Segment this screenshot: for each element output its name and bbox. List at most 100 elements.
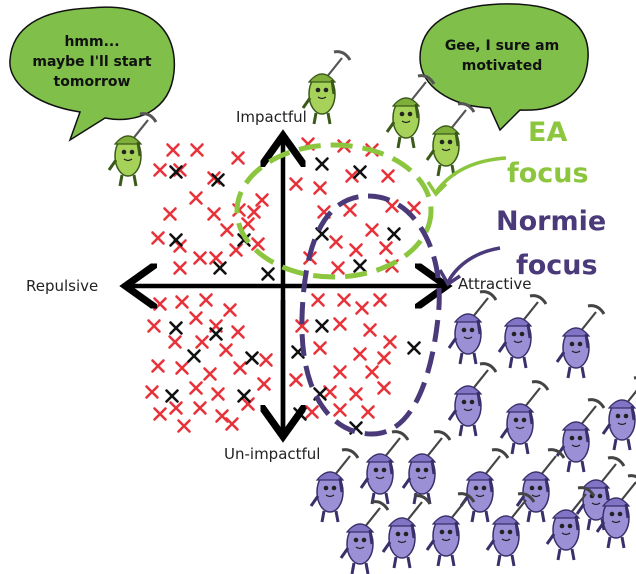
- red-x-mark: [305, 405, 319, 419]
- purple-bean: [497, 294, 548, 370]
- red-x-mark: [333, 317, 347, 331]
- purple-bean: [381, 494, 432, 570]
- red-x-mark: [223, 303, 237, 317]
- axis-label-top: Impactful: [236, 108, 307, 126]
- red-x-mark: [313, 341, 327, 355]
- red-x-mark: [195, 335, 209, 349]
- red-x-mark: [337, 293, 351, 307]
- red-x-mark: [193, 251, 207, 265]
- green-bean-3: [385, 74, 436, 150]
- purple-bean: [339, 500, 390, 574]
- black-x-mark: [187, 349, 201, 363]
- purple-bean: [447, 290, 498, 366]
- red-x-mark: [151, 231, 165, 245]
- axes: [130, 140, 442, 432]
- red-x-mark: [190, 143, 204, 157]
- speech-bubble-right: Gee, I sure am motivated: [419, 3, 589, 132]
- axis-label-left: Repulsive: [26, 277, 98, 295]
- black-x-mark: [353, 165, 367, 179]
- normie-focus-ellipse: [299, 193, 442, 437]
- black-x-mark: [245, 351, 259, 365]
- ea-focus-label-line-2: focus: [507, 158, 589, 189]
- axis-label-right: Attractive: [458, 275, 532, 293]
- red-x-mark: [377, 381, 391, 395]
- red-x-mark: [311, 293, 325, 307]
- red-x-mark: [173, 239, 187, 253]
- red-x-mark: [289, 373, 303, 387]
- red-x-mark: [363, 323, 377, 337]
- red-x-mark: [231, 325, 245, 339]
- red-x-mark: [251, 237, 265, 251]
- normie-focus-label-line-2: focus: [516, 250, 598, 281]
- purple-bean: [555, 398, 606, 474]
- red-x-mark: [365, 223, 379, 237]
- red-x-mark: [361, 405, 375, 419]
- red-x-mark: [225, 417, 239, 431]
- black-x-mark: [211, 173, 225, 187]
- red-x-mark: [163, 207, 177, 221]
- black-x-mark: [315, 157, 329, 171]
- red-x-mark: [331, 261, 345, 275]
- red-x-mark: [383, 335, 397, 349]
- black-x-mark: [293, 407, 307, 421]
- red-x-mark: [295, 319, 309, 333]
- red-x-mark: [343, 203, 357, 217]
- purple-bean: [425, 492, 476, 568]
- red-x-mark: [153, 407, 167, 421]
- speech-bubble-right-line-2: motivated: [462, 58, 542, 74]
- black-x-mark: [169, 321, 183, 335]
- black-x-mark: [237, 389, 251, 403]
- speech-bubble-right-line-1: Gee, I sure am: [445, 38, 559, 54]
- red-x-mark: [220, 223, 234, 237]
- red-x-mark: [169, 401, 183, 415]
- green-bean-1: [107, 112, 158, 188]
- purple-bean: [515, 448, 566, 524]
- red-x-mark: [211, 387, 225, 401]
- red-x-mark: [189, 381, 203, 395]
- black-x-mark: [169, 233, 183, 247]
- black-x-mark: [387, 227, 401, 241]
- red-x-mark: [241, 397, 255, 411]
- red-x-mark: [193, 401, 207, 415]
- purple-bean: [359, 430, 410, 506]
- red-x-mark: [349, 243, 363, 257]
- red-x-mark: [329, 235, 343, 249]
- black-x-mark: [169, 165, 183, 179]
- red-x-mark: [173, 261, 187, 275]
- red-x-mark: [203, 367, 217, 381]
- red-x-mark: [199, 293, 213, 307]
- red-x-mark: [333, 403, 347, 417]
- ea-pointer-arrow: [434, 156, 507, 194]
- red-x-mark: [241, 217, 255, 231]
- red-x-mark: [255, 193, 269, 207]
- ea-focus-label-line-1: EA: [528, 117, 567, 148]
- red-x-mark: [349, 387, 363, 401]
- red-x-mark: [381, 169, 395, 183]
- red-x-mark: [189, 311, 203, 325]
- red-x-mark: [231, 151, 245, 165]
- purple-bean: [601, 376, 636, 452]
- speech-bubble-left-line-2: maybe I'll start: [32, 54, 151, 70]
- black-x-mark: [315, 227, 329, 241]
- normie-pointer-arrow: [446, 246, 501, 283]
- scatter-marks: [145, 137, 421, 435]
- red-x-mark: [247, 205, 261, 219]
- red-x-mark: [147, 319, 161, 333]
- red-x-mark: [377, 351, 391, 365]
- ea-focus-ellipse: [234, 142, 434, 280]
- red-x-mark: [189, 191, 203, 205]
- red-x-mark: [219, 343, 233, 357]
- red-x-mark: [257, 377, 271, 391]
- red-x-mark: [229, 243, 243, 257]
- red-x-mark: [175, 295, 189, 309]
- black-x-mark: [261, 267, 275, 281]
- red-x-mark: [289, 177, 303, 191]
- purple-bean: [401, 430, 452, 506]
- red-x-mark: [209, 251, 223, 265]
- black-x-mark: [407, 341, 421, 355]
- black-x-mark: [213, 261, 227, 275]
- red-x-mark: [345, 169, 359, 183]
- purple-bean: [459, 448, 510, 524]
- purple-bean: [499, 380, 550, 456]
